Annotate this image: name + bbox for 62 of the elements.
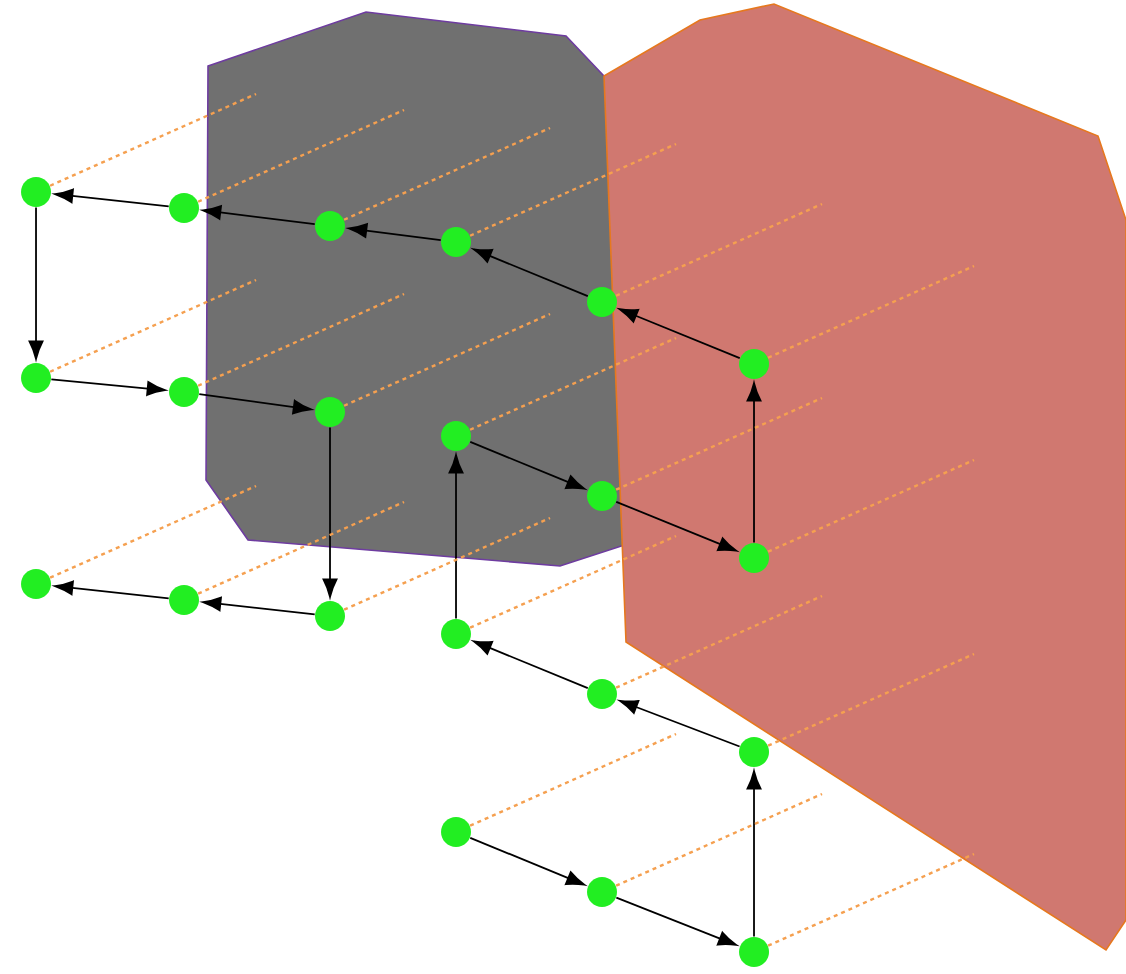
dotted-line <box>615 202 823 297</box>
dotted-line <box>197 108 405 203</box>
arrow <box>472 248 589 298</box>
dotted-line <box>469 336 677 431</box>
dotted-line <box>767 652 975 747</box>
dotted-line <box>469 732 677 827</box>
point-dot <box>169 377 199 407</box>
arrow <box>50 378 166 396</box>
dotted-line <box>767 852 975 947</box>
arrow <box>469 836 586 886</box>
point-dot <box>441 619 471 649</box>
dotted-line <box>49 92 257 187</box>
arrow <box>469 440 586 490</box>
arrow <box>615 896 738 946</box>
arrow <box>54 580 170 600</box>
point-dot <box>21 569 51 599</box>
point-dot <box>315 601 345 631</box>
point-dot <box>739 543 769 573</box>
dotted-line <box>343 126 551 221</box>
arrow <box>322 426 338 598</box>
point-dot <box>441 227 471 257</box>
arrow <box>618 308 741 360</box>
dotted-line <box>615 594 823 689</box>
dotted-line <box>767 458 975 553</box>
point-dot <box>739 737 769 767</box>
dotted-line <box>615 792 823 887</box>
dotted-line <box>615 396 823 491</box>
point-dot <box>587 877 617 907</box>
point-dot <box>169 193 199 223</box>
arrow <box>746 770 762 938</box>
point-dot <box>441 421 471 451</box>
point-dot <box>587 679 617 709</box>
point-dot <box>315 211 345 241</box>
arrow <box>448 454 464 620</box>
arrow <box>472 640 589 690</box>
dotted-line <box>197 292 405 387</box>
point-dot <box>315 397 345 427</box>
point-dot <box>587 481 617 511</box>
arrow <box>54 188 170 208</box>
point-dot <box>21 177 51 207</box>
dotted-line <box>343 516 551 611</box>
arrow <box>746 382 762 544</box>
dotted-line <box>767 264 975 359</box>
arrow <box>348 223 442 241</box>
arrow <box>198 393 312 415</box>
point-dot <box>587 287 617 317</box>
point-dot <box>441 817 471 847</box>
dotted-line <box>197 500 405 595</box>
point-dot <box>739 349 769 379</box>
dotted-line <box>469 142 677 237</box>
point-dot <box>739 937 769 967</box>
arrow <box>202 205 316 225</box>
arrow <box>615 500 738 552</box>
arrow <box>619 699 741 748</box>
dotted-line <box>343 312 551 407</box>
point-dot <box>169 585 199 615</box>
dotted-line <box>49 484 257 579</box>
dotted-line <box>49 278 257 373</box>
dotted-line <box>469 534 677 629</box>
arrow <box>28 206 44 360</box>
arrow <box>202 596 316 616</box>
point-dot <box>21 363 51 393</box>
